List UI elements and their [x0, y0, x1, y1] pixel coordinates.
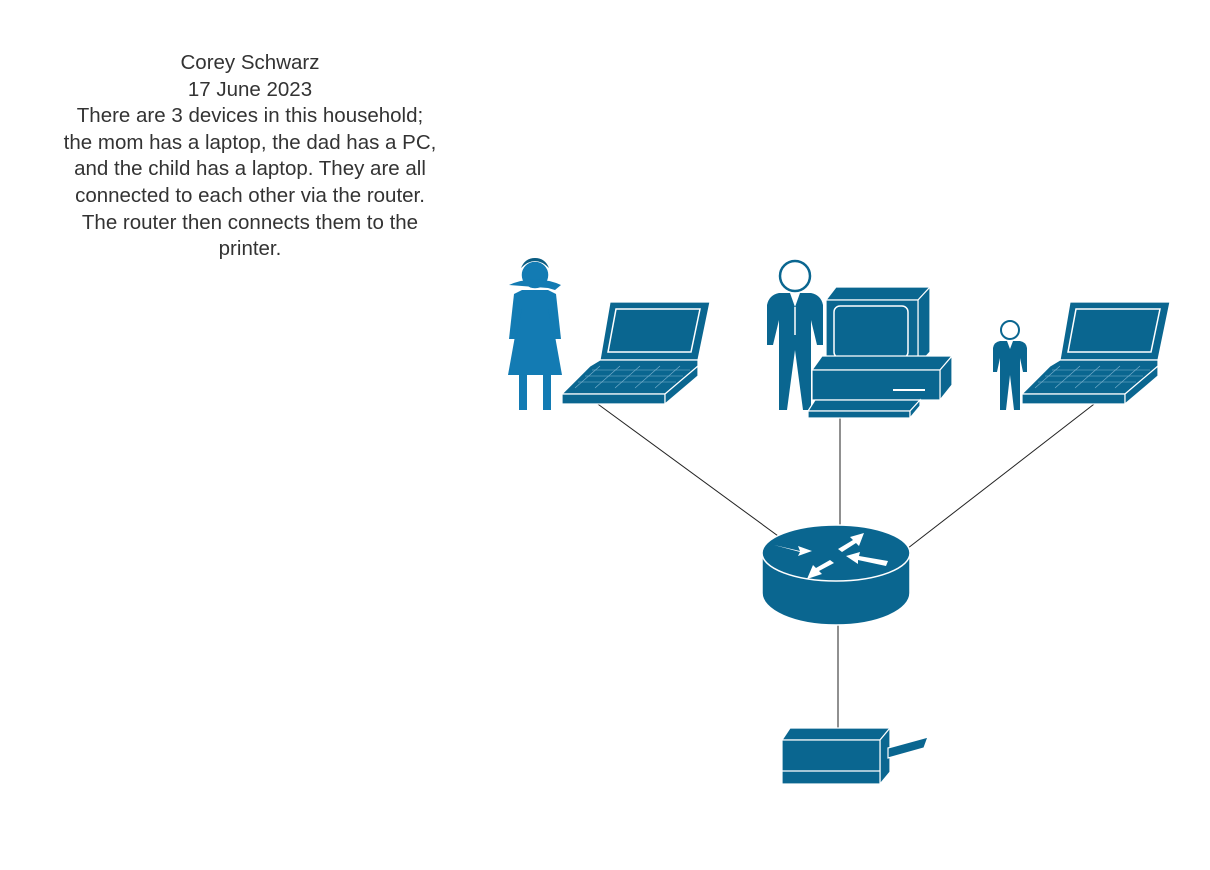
- connector-mom-router[interactable]: [594, 401, 801, 553]
- router-icon[interactable]: [761, 524, 911, 626]
- printer-icon[interactable]: [780, 726, 929, 786]
- description-line: the mom has a laptop, the dad has a PC,: [63, 130, 437, 154]
- author-name: Corey Schwarz: [180, 51, 320, 74]
- description-line: connected to each other via the router.: [75, 183, 425, 207]
- pc-icon[interactable]: [806, 285, 954, 420]
- man-icon[interactable]: [767, 259, 823, 410]
- description-line: The router then connects them to the: [81, 210, 419, 234]
- connector-child-router[interactable]: [889, 383, 1121, 563]
- laptop-icon[interactable]: [1020, 301, 1171, 406]
- child-icon[interactable]: [993, 320, 1027, 410]
- description-line: and the child has a laptop. They are all: [74, 157, 426, 181]
- laptop-icon[interactable]: [560, 301, 711, 406]
- description-text: Corey Schwarz 17 June 2023 There are 3 d…: [40, 50, 460, 263]
- note-date: 17 June 2023: [187, 77, 313, 101]
- description-line: printer.: [218, 237, 282, 261]
- description-line: There are 3 devices in this household;: [76, 104, 424, 128]
- woman-icon[interactable]: [508, 258, 562, 410]
